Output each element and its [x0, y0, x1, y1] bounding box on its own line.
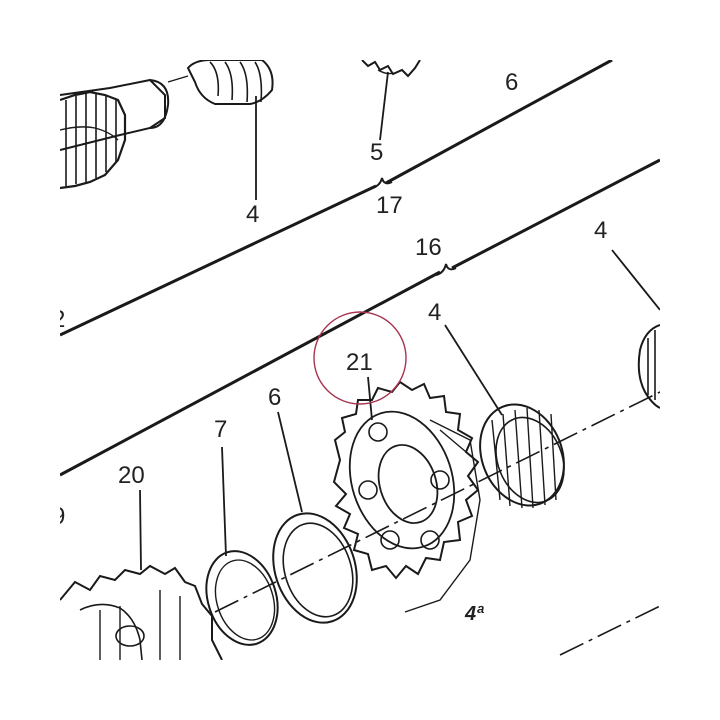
- upper-shaft-gear: [60, 78, 170, 190]
- lower-axis-lines: [60, 158, 660, 477]
- gear-20: [60, 564, 223, 660]
- callout-21: 21: [346, 349, 373, 376]
- callout-4-mid: 4: [428, 299, 441, 326]
- gear-21: [332, 380, 481, 613]
- needle-bearing: [479, 403, 565, 509]
- callout-16: 16: [415, 234, 442, 261]
- center-axis-dashed: [214, 391, 660, 656]
- callout-20: 20: [118, 462, 145, 489]
- circlip: [205, 550, 279, 646]
- gear-marking: 4ª: [464, 603, 484, 625]
- callout-7: 7: [214, 416, 227, 443]
- callout-4-top: 4: [246, 201, 259, 228]
- upper-axis-lines: [60, 60, 613, 337]
- callout-9-partial: 9: [52, 503, 65, 530]
- callout-4-right: 4: [594, 217, 607, 244]
- callout-6-top: 6: [505, 69, 518, 96]
- callout-2-partial: 2: [52, 306, 65, 333]
- callout-6-low: 6: [268, 384, 281, 411]
- highlight-circle: [313, 311, 407, 405]
- leader-lines: [139, 71, 660, 571]
- upper-needle-bearing: [167, 60, 274, 105]
- top-gear-partial: [361, 60, 421, 78]
- thrust-washer: [272, 512, 358, 624]
- callout-17: 17: [376, 192, 403, 219]
- callout-5: 5: [370, 139, 383, 166]
- right-bearing-partial: [637, 324, 660, 409]
